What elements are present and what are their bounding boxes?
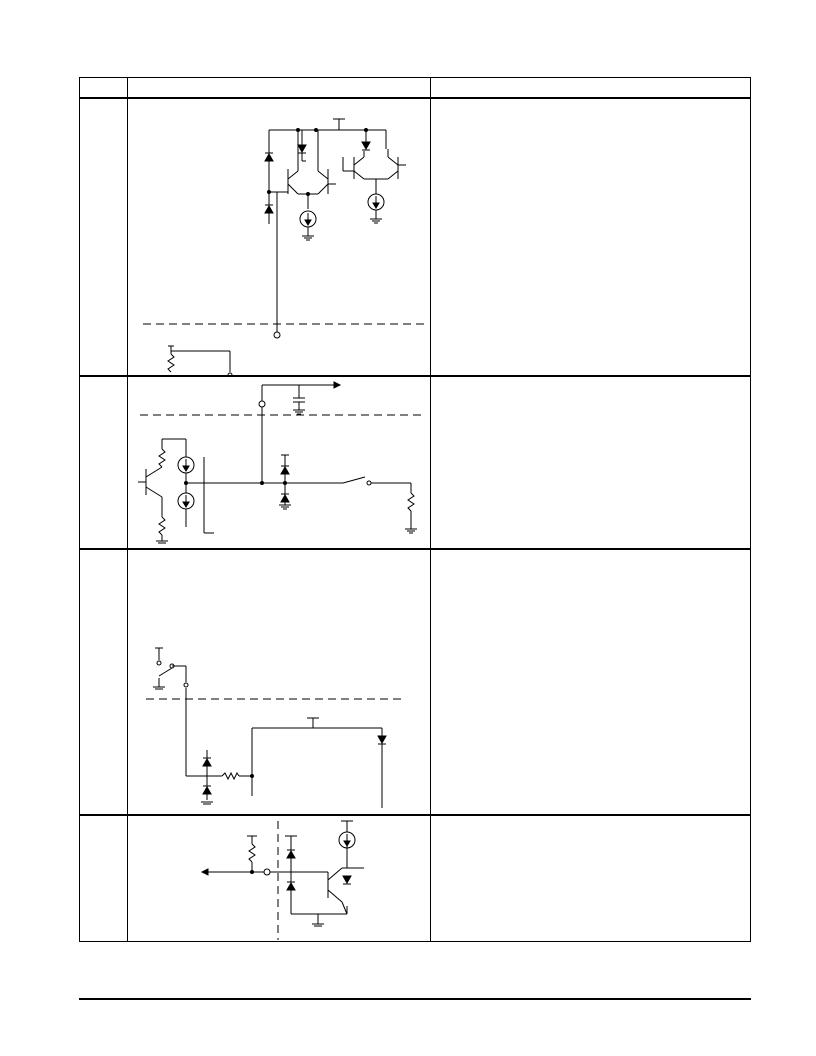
column-divider-1 [127,77,128,942]
column-divider-2 [430,77,431,942]
table-frame [79,77,751,942]
row-4-pin-label [79,816,127,942]
row-1-pin-label [79,99,127,375]
row-divider-3 [79,814,751,816]
header-pin-number [79,77,127,97]
header-description [431,77,751,97]
row-divider-2 [79,548,751,550]
row-1-circuit [128,99,430,375]
row-2-schematic [138,381,422,544]
header-rule [79,97,751,99]
pin-description-table [79,77,751,942]
header-equivalent-circuit [128,77,430,97]
row-2-pin-label [79,377,127,548]
row-2-circuit [128,377,430,548]
row-1-schematic [143,118,424,375]
row-3-circuit [128,550,430,814]
row-4-schematic [200,820,364,940]
row-3-schematic [146,647,401,808]
row-3-pin-label [79,550,127,814]
row-divider-1 [79,375,751,377]
footer-rule [79,998,751,1000]
row-4-circuit [128,816,430,940]
